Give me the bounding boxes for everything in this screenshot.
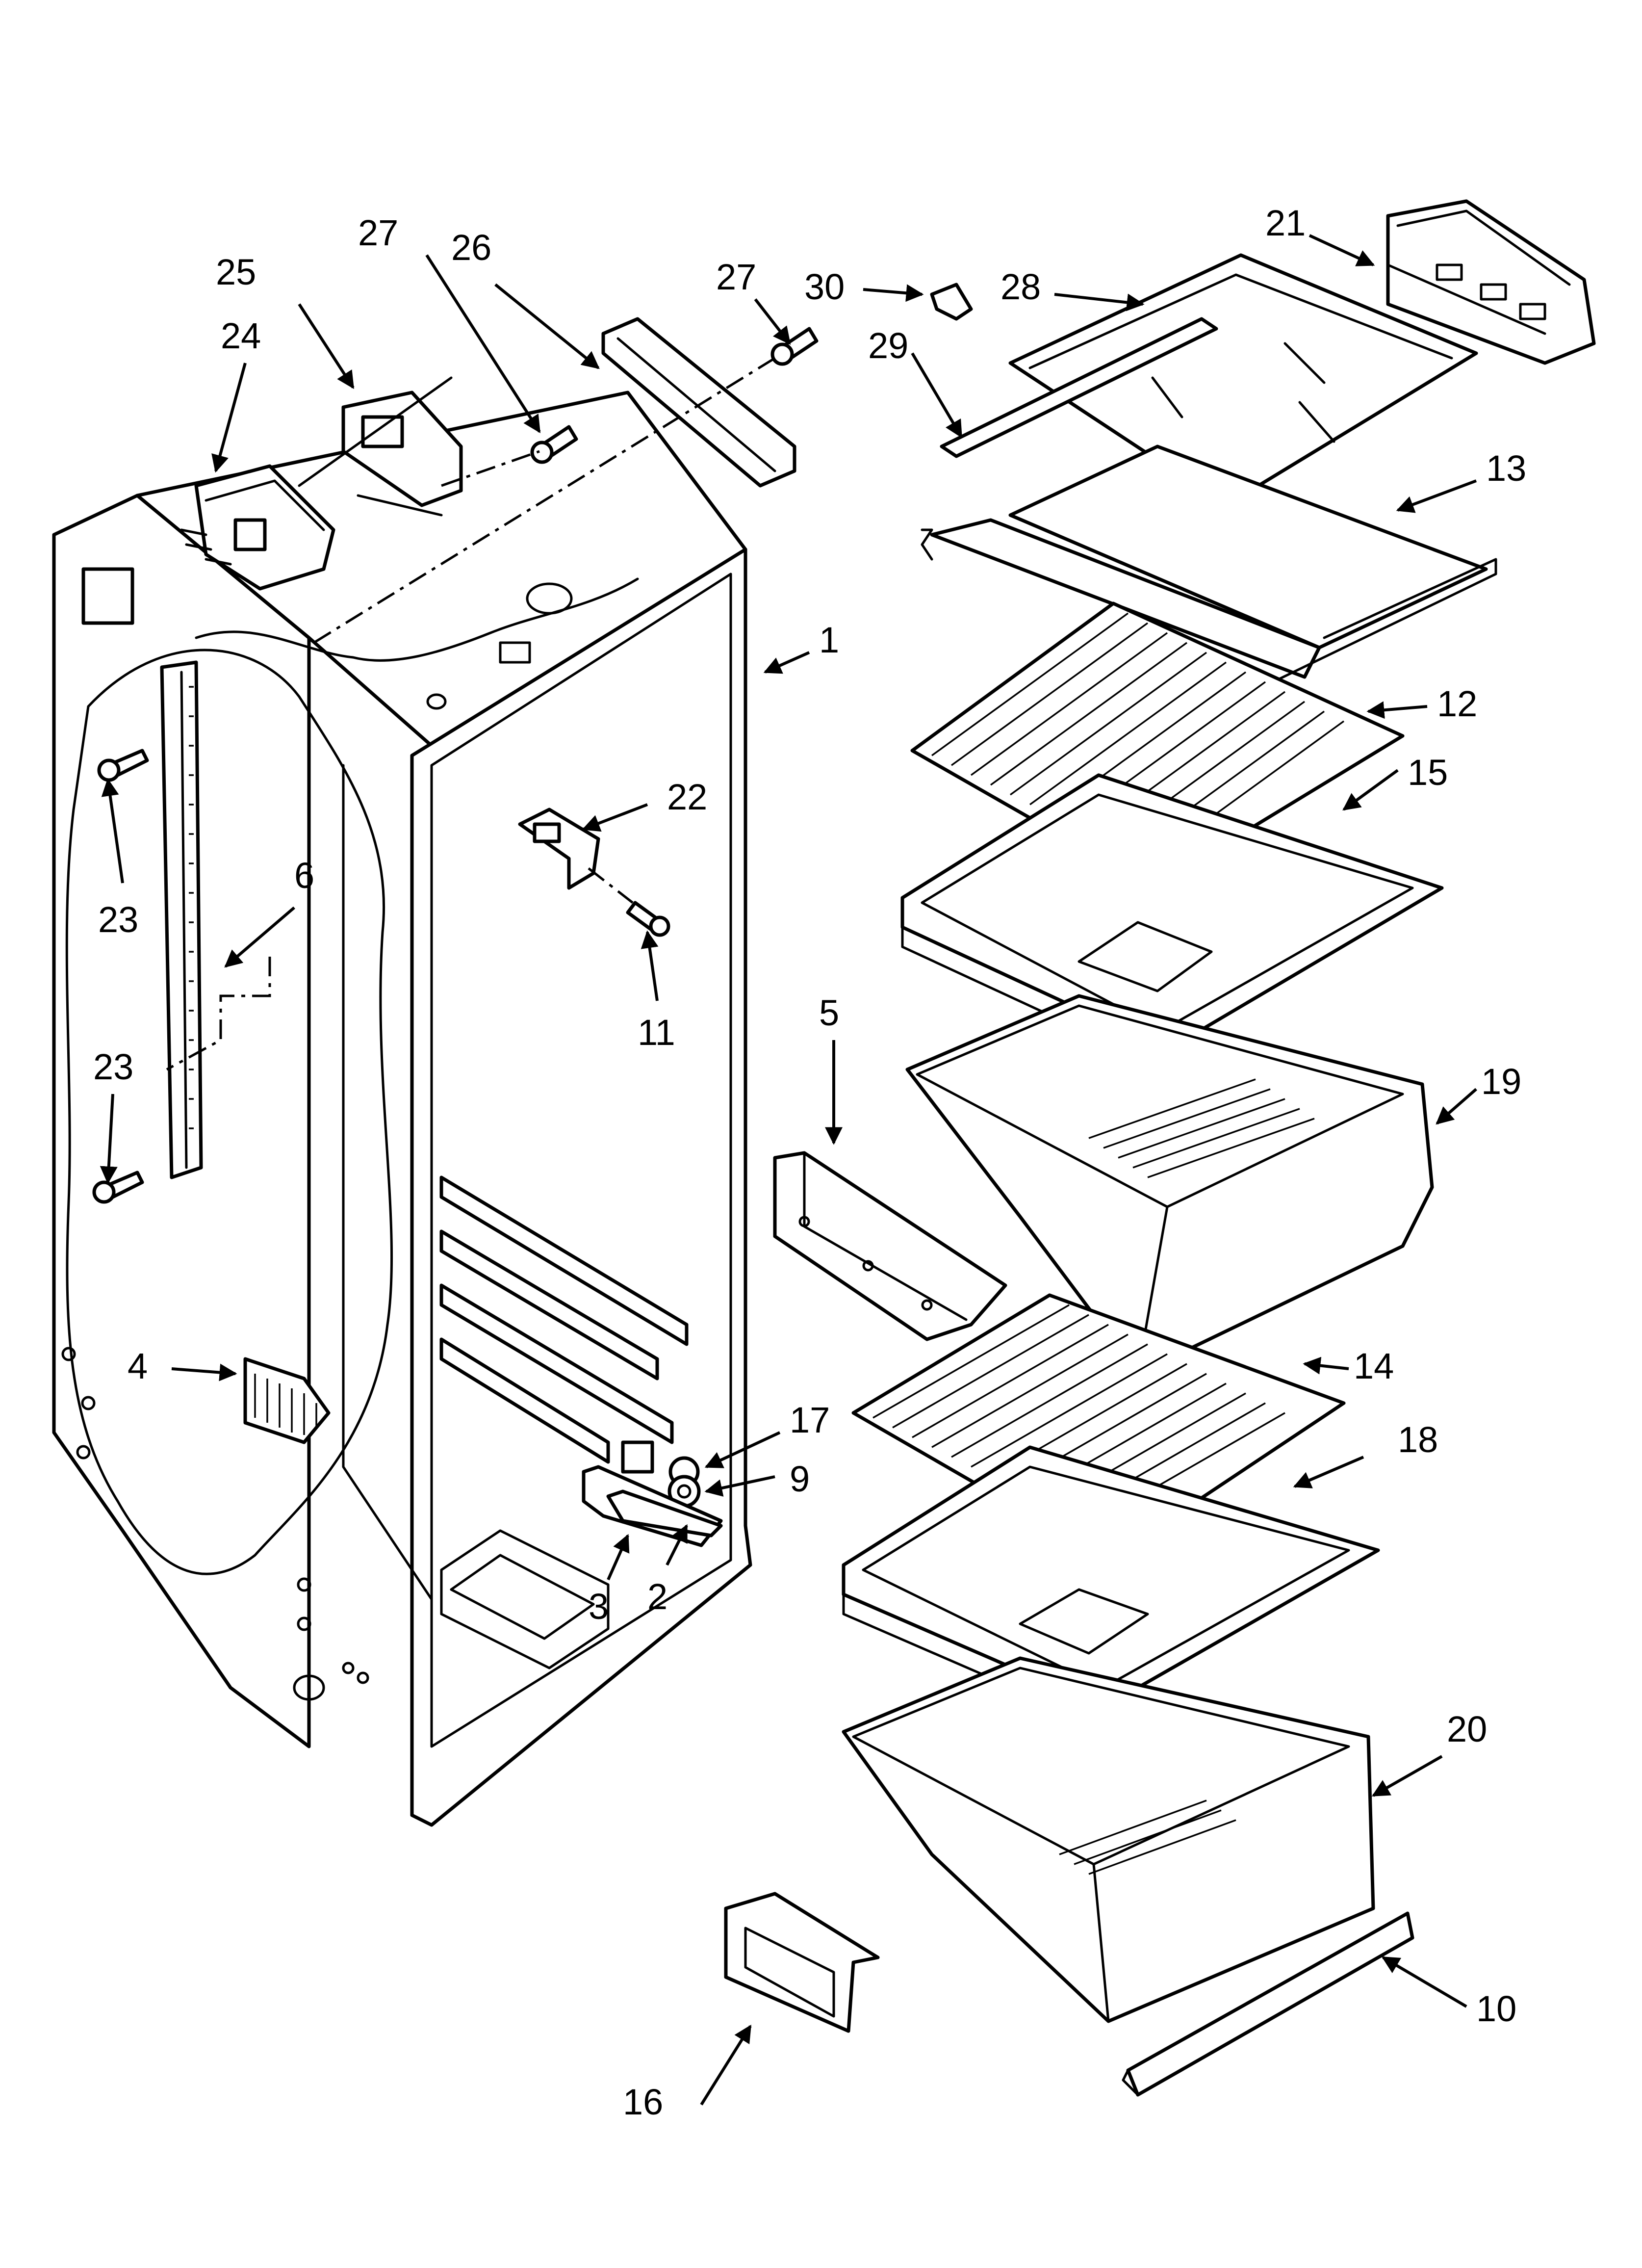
crisper-cover-frame	[773, 1151, 1007, 1341]
drawer-trim-strip	[1122, 1911, 1414, 2097]
callout-5: 5	[819, 992, 839, 1033]
callout-2: 2	[647, 1576, 667, 1617]
callout-15: 15	[1408, 752, 1448, 793]
screw-lower	[92, 1171, 144, 1204]
cabinet-liner	[52, 391, 752, 1827]
callout-1: 1	[819, 620, 839, 660]
door-bin	[1386, 199, 1596, 365]
callout-26: 26	[451, 227, 491, 268]
callout-16: 16	[623, 2082, 663, 2122]
callout-3: 3	[589, 1586, 609, 1627]
control-bracket	[341, 391, 463, 507]
switch-knob	[621, 1440, 701, 1508]
callout-27-left: 27	[358, 212, 398, 253]
callout-6: 6	[294, 855, 314, 896]
callout-23-upper: 23	[98, 899, 138, 940]
callout-14: 14	[1354, 1346, 1394, 1386]
shelf-ladder-rail	[160, 660, 203, 1179]
callout-18: 18	[1398, 1419, 1438, 1460]
screw-top-right	[770, 327, 819, 366]
callout-21: 21	[1265, 203, 1306, 243]
callout-9: 9	[790, 1459, 810, 1499]
top-rail	[601, 317, 796, 488]
control-housing	[180, 464, 335, 591]
callout-13: 13	[1486, 448, 1526, 489]
screw-upper	[97, 749, 149, 782]
callout-23-lower: 23	[93, 1046, 133, 1087]
callout-29: 29	[868, 325, 908, 366]
screw-top-left	[530, 425, 578, 464]
crisper-drawer-upper	[905, 994, 1434, 1376]
callout-11: 11	[638, 1012, 675, 1053]
callout-19: 19	[1481, 1061, 1521, 1102]
callout-20: 20	[1447, 1709, 1487, 1749]
callout-27-right: 27	[716, 257, 756, 297]
crisper-drawer-lower	[842, 1656, 1375, 2023]
leader-lines	[100, 234, 1477, 2106]
shelf-trim	[940, 317, 1218, 458]
callout-17: 17	[790, 1400, 830, 1440]
vent-grille	[243, 1357, 331, 1444]
callout-28: 28	[1001, 266, 1041, 307]
light-shield	[724, 1892, 880, 2033]
shelf-rails	[439, 1175, 689, 1464]
callout-4: 4	[128, 1346, 148, 1386]
callout-25: 25	[216, 252, 256, 292]
callout-30: 30	[804, 266, 845, 307]
callout-labels: 1 2 3 4 5 6 9 10 11 12 13 14 15 16 17 18…	[93, 203, 1526, 2122]
callout-10: 10	[1476, 1988, 1516, 2029]
crisper-cover-upper	[900, 773, 1444, 1071]
callout-22: 22	[667, 777, 707, 817]
callout-24: 24	[221, 315, 261, 356]
shelf-clip	[930, 283, 973, 321]
callout-12: 12	[1437, 683, 1477, 724]
